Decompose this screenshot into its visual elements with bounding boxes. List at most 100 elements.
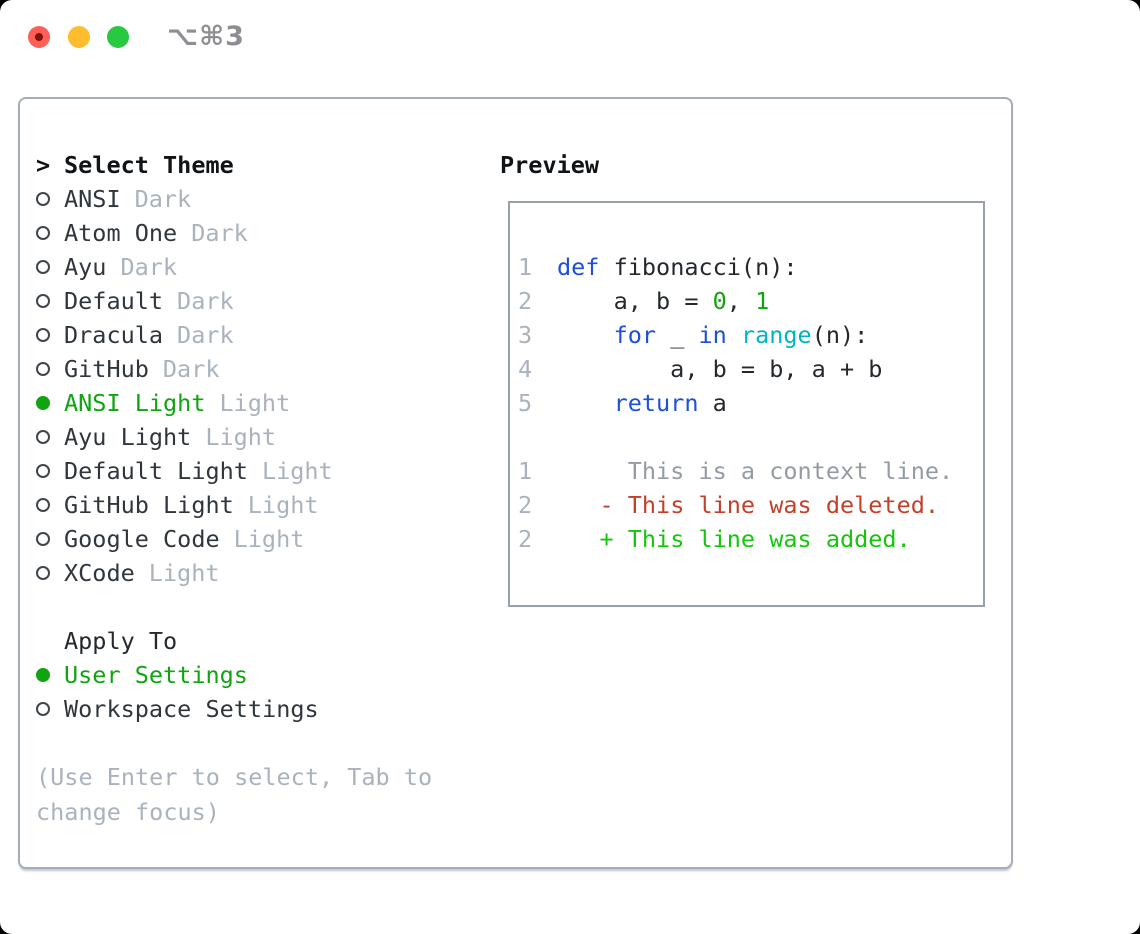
variant-tag: Dark [177,321,234,349]
code-token-builtin: range [740,321,812,349]
theme-item[interactable]: Ayu Light Light [36,420,333,454]
apply-option[interactable]: Workspace Settings [36,692,319,726]
variant-tag: Dark [162,355,220,383]
option-label: Workspace Settings [64,695,319,723]
code-token-plain: fibonacci(n): [599,253,798,281]
option-label: Default [64,287,164,315]
radio-column [36,430,64,444]
code-token-plain: , [726,287,756,315]
code-token-added: + This line was added. [599,525,911,553]
option-label: Default Light [64,457,248,485]
radio-empty-icon [36,702,50,716]
radio-empty-icon [36,226,50,240]
variant-tag: Light [148,559,220,587]
radio-column [36,260,64,274]
option-label: Ayu Light [64,423,192,451]
line-number: 1 [518,253,533,281]
code-token-plain [557,491,599,519]
radio-column [36,192,64,206]
option-label: ANSI [64,185,121,213]
radio-empty-icon [36,294,50,308]
theme-list-header: Select Theme [64,151,234,179]
help-line: change focus) [36,798,220,826]
radio-column [36,498,64,512]
apply-to-header: Apply To [64,627,178,655]
variant-tag: Dark [134,185,192,213]
window-title: ⌥⌘3 [167,21,245,52]
variant-tag: Dark [120,253,178,281]
option-label: Atom One [64,219,178,247]
variant-tag: Light [233,525,305,553]
radio-empty-icon [36,362,50,376]
radio-column [36,464,64,478]
line-number: 2 [518,525,533,553]
theme-item[interactable]: GitHub Dark [36,352,333,386]
variant-tag: Dark [191,219,248,247]
code-line: 2 + This line was added. [518,522,953,556]
radio-column [36,532,64,546]
code-token-keyword: return [613,389,699,417]
line-number: 4 [518,355,533,383]
theme-item[interactable]: ANSI Dark [36,182,333,216]
code-token-plain [557,389,614,417]
code-token-plain [727,321,741,349]
option-label: GitHub Light [64,491,234,519]
radio-empty-icon [36,498,50,512]
option-label: Google Code [64,525,220,553]
radio-column [36,294,64,308]
radio-empty-icon [36,464,50,478]
radio-empty-icon [36,328,50,342]
close-button[interactable] [28,26,50,48]
radio-column [36,668,64,682]
variant-tag: Dark [177,287,234,315]
radio-empty-icon [36,192,50,206]
code-line: 4 a, b = b, a + b [518,352,953,386]
option-label: Ayu [64,253,107,281]
apply-option-selected[interactable]: User Settings [36,658,319,692]
radio-column [36,702,64,716]
code-token-plain: a, b = [557,287,713,315]
zoom-button[interactable] [107,26,129,48]
radio-column [36,362,64,376]
code-line: 2 a, b = 0, 1 [518,284,953,318]
option-label: GitHub [64,355,149,383]
variant-tag: Light [261,457,333,485]
code-token-plain [557,525,599,553]
preview-header: Preview [500,151,600,179]
code-token-plain: a, b = b, a + b [557,355,883,383]
radio-empty-icon [36,260,50,274]
line-number: 2 [518,287,533,315]
record-dot-icon [35,33,43,41]
code-line [518,420,953,454]
option-label: User Settings [64,661,248,689]
theme-item[interactable]: Ayu Dark [36,250,333,284]
code-token-context: This is a context line. [557,457,954,485]
theme-list-header-row: > Select Theme [36,148,333,182]
minimize-button[interactable] [68,26,90,48]
code-token-keyword: def [557,253,600,281]
theme-item[interactable]: Default Light Light [36,454,333,488]
theme-item[interactable]: Atom One Dark [36,216,333,250]
line-number: 5 [518,389,533,417]
radio-column [36,396,64,410]
theme-item[interactable]: Default Dark [36,284,333,318]
line-number: 1 [518,457,533,485]
radio-empty-icon [36,532,50,546]
line-number: 3 [518,321,533,349]
code-token-keyword: in [698,321,727,349]
code-token-plain: (n): [811,321,869,349]
code-token-deleted: - This line was deleted. [599,491,940,519]
variant-tag: Light [205,423,277,451]
radio-column [36,328,64,342]
theme-item[interactable]: Google Code Light [36,522,333,556]
variant-tag: Light [219,389,291,417]
radio-column [36,566,64,580]
